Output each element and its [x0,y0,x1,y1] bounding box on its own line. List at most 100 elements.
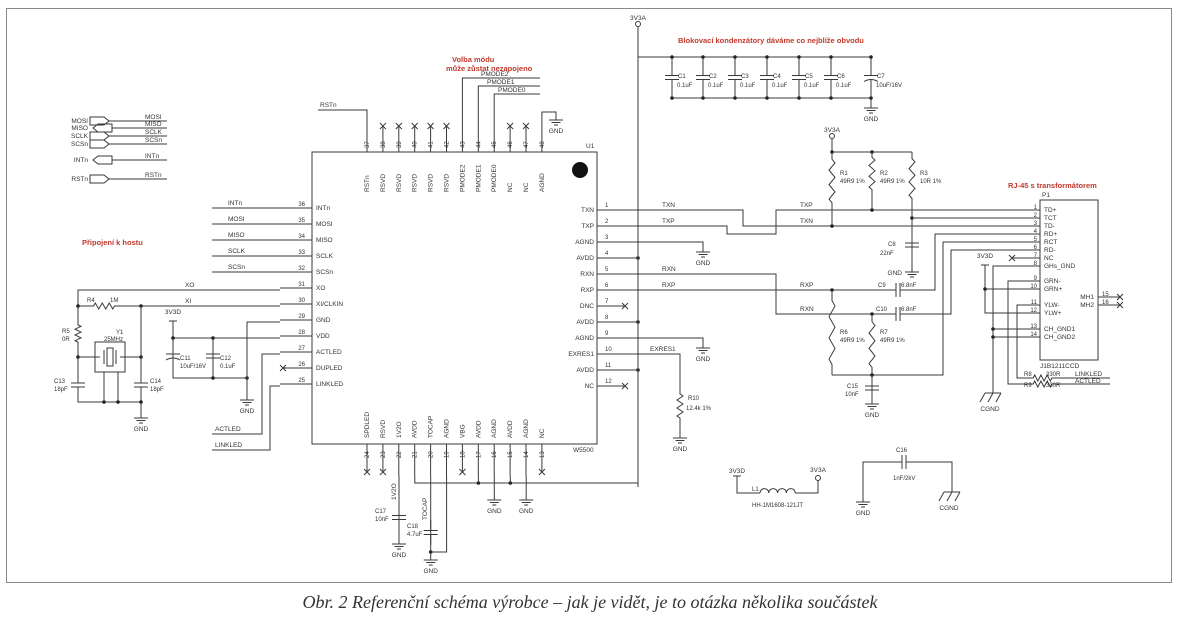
pin-number: 16 [492,451,498,458]
pin-name: GND [316,317,331,324]
net-wire [318,109,368,120]
pin-number: 10 [1030,284,1037,290]
no-connect-mark [506,122,514,130]
capacitor [905,235,919,255]
pin-number: 1 [1034,205,1038,211]
pin-name: MISO [316,237,333,244]
junction-dot [829,96,833,100]
junction-dot [670,96,674,100]
cap-value: 0.1uF [740,83,756,89]
net-wire [625,273,893,315]
pin-name: SPDLED [364,412,371,438]
net-label: PMODE1 [487,79,515,86]
net-wire [212,353,280,435]
pin-number: 43 [460,141,466,148]
net-label: LINKLED [1075,371,1102,378]
pin-number: 35 [298,218,305,224]
junction-dot [797,55,801,59]
pin-number: 13 [1030,324,1037,330]
junction-dot [733,96,737,100]
pin-number: 10 [605,347,612,353]
crystal-ref: Y1 [116,330,124,336]
pin-name: RXP [581,287,594,294]
cap-value: 22nF [880,251,894,257]
pin-name: NC [539,428,546,438]
net-wire [77,289,280,322]
cap-ref: C3 [741,74,749,80]
pin-number: 32 [298,266,305,272]
pin-name: RSVD [412,174,419,192]
junction-dot [701,96,705,100]
pin-number: 46 [508,141,514,148]
cap-ref: C5 [805,74,813,80]
net-label: RSTn [145,172,162,179]
net-wire [625,337,704,344]
pin-number: 40 [413,141,419,148]
junction-dot [765,55,769,59]
pin-name: AGND [575,335,594,342]
ground-symbol [865,400,879,410]
crystal-element [106,347,114,367]
cap-value: 18pF [150,387,164,393]
res-ref: R1 [840,171,848,177]
pin-number: 48 [540,141,546,148]
no-connect-mark [538,468,546,476]
pin-number: 6 [1034,245,1038,251]
net-label: MOSI [145,114,162,121]
capacitor [206,350,220,362]
net-wire [625,241,704,248]
res-ref: R10 [688,396,700,402]
port-symbol [89,131,110,141]
pin-name: MH2 [1080,302,1094,309]
pin-name: AGND [575,239,594,246]
pin1-marker-dot [572,162,588,178]
p1-reference: P1 [1042,192,1050,199]
pin-name: PMODE1 [475,164,482,192]
net-label: 1V2O [391,483,398,500]
ground-label: GND [549,128,564,135]
no-connect-mark [522,122,530,130]
pin-number: 3 [605,235,609,241]
cap-value: 10nF [375,517,389,523]
junction-dot [701,55,705,59]
port-symbol [89,116,110,126]
junction-dot [797,96,801,100]
res-ref: R8 [1024,372,1032,378]
pin-number: 34 [298,234,305,240]
chassis-ground-label: CGND [939,505,958,512]
pin-number: 29 [298,314,305,320]
junction-dot [983,287,987,291]
pin-number: 44 [476,141,482,148]
pin-number: 14 [524,451,530,458]
net-label: RXP [662,282,675,289]
pin-number: 2 [1034,213,1038,219]
inductor-ref: L1 [752,487,759,493]
inductor-value: HH-1M1608-121JT [752,503,803,509]
pin-name: TD- [1044,223,1055,230]
pin-number: 27 [298,346,305,352]
junction-dot [765,96,769,100]
cap-ref: C2 [709,74,717,80]
pin-number: 36 [298,202,305,208]
pin-name: VBG [459,424,466,438]
res-ref: R2 [880,171,888,177]
cap-value: 4.7uF [407,532,423,538]
port-label: RSTn [71,176,88,183]
ground-label: GND [696,356,711,363]
res-value: 49R9 1% [880,338,905,344]
capacitor [792,57,806,98]
net-label: SCLK [145,129,163,136]
cap-value: 10uF/16V [876,83,902,89]
p1-part-number: J1B1211CCD [1040,363,1080,370]
resistor [828,290,836,375]
net-wire [103,372,119,402]
power-port-symbol [829,133,835,139]
pin-number: 7 [605,299,609,305]
res-ref: R9 [1024,383,1032,389]
net-label: SCLK [228,248,246,255]
no-connect-mark [443,122,450,130]
pin-number: 22 [397,451,403,458]
junction-dot [733,55,737,59]
capacitor [423,520,438,545]
port-label: SCLK [71,133,89,140]
